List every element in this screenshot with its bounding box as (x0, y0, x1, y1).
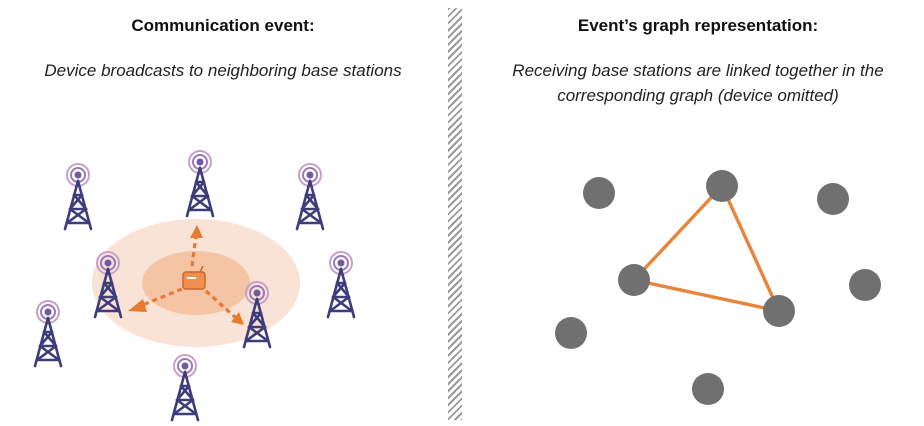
right-panel-subtitle-line-1: Receiving base stations are linked toget… (512, 61, 884, 80)
graph-node-linked (763, 295, 795, 327)
hatched-divider (448, 8, 462, 420)
broadcast-arrow-left (139, 287, 183, 308)
base-station-tower-icon (33, 299, 63, 368)
arrowhead-left (128, 299, 147, 312)
base-station-tower-icon (295, 162, 325, 231)
left-panel-subtitle: Device broadcasts to neighboring base st… (44, 61, 402, 80)
device-icon (182, 265, 206, 290)
graph-edge (720, 184, 781, 313)
base-station-tower-icon (63, 162, 93, 231)
graph-node-linked (706, 170, 738, 202)
right-panel-subtitle-line-2: corresponding graph (device omitted) (557, 86, 839, 105)
base-station-tower-icon (185, 149, 215, 218)
graph-node (692, 373, 724, 405)
arrowhead-right (231, 312, 244, 325)
broadcast-arrow-right (204, 289, 238, 320)
graph-edge (632, 184, 724, 282)
left-panel-title: Communication event: (131, 16, 315, 35)
graph-edge (632, 278, 781, 313)
right-panel-subtitle: Receiving base stations are linked toget… (472, 58, 924, 108)
graph-node (817, 183, 849, 215)
base-station-tower-icon (170, 353, 200, 422)
communication-event-panel: Communication event: Device broadcasts t… (0, 0, 446, 426)
arrowhead-up (190, 225, 203, 238)
right-panel-title: Event’s graph representation: (577, 16, 819, 35)
graph-node (849, 269, 881, 301)
graph-representation-panel: Event’s graph representation: Receiving … (472, 0, 924, 426)
base-station-tower-icon (326, 250, 356, 319)
graph-node (583, 177, 615, 209)
graph-node-linked (618, 264, 650, 296)
graph-node (555, 317, 587, 349)
